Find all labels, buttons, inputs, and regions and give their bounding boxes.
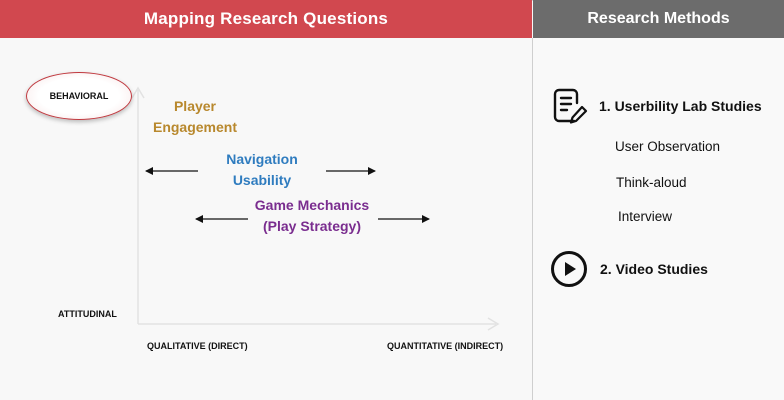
concept-game-mechanics: Game Mechanics (Play Strategy) — [247, 195, 377, 237]
method-subitem-observation: User Observation — [615, 139, 721, 154]
concept-line: Navigation — [226, 151, 298, 167]
x-axis-arrowhead — [487, 317, 500, 331]
y-axis-bottom-label: ATTITUDINAL — [58, 309, 117, 319]
panel-divider — [532, 38, 533, 400]
concept-line: Engagement — [152, 119, 237, 135]
concept-line: Usability — [232, 172, 292, 188]
play-icon — [551, 251, 587, 287]
methods-panel — [533, 38, 784, 400]
methods-header-title: Research Methods — [587, 10, 730, 27]
concept-line: Game Mechanics — [254, 197, 370, 213]
method-title-lab-studies: 1. Userbility Lab Studies — [599, 98, 762, 114]
behavioral-highlight-oval: BEHAVIORAL — [26, 72, 132, 120]
method-subitem-think-aloud: Think-aloud — [616, 175, 687, 190]
concept-line: (Play Strategy) — [262, 218, 362, 234]
methods-header: Research Methods — [533, 0, 784, 38]
concept-navigation-usability: Navigation Usability — [207, 149, 317, 191]
document-edit-icon — [553, 88, 588, 124]
mapping-header-title: Mapping Research Questions — [143, 9, 389, 28]
x-axis-left-label: QUALITATIVE (DIRECT) — [147, 341, 248, 351]
method-subitem-interview: Interview — [618, 209, 673, 224]
method-title-video-studies: 2. Video Studies — [600, 261, 708, 277]
y-axis-arrowhead — [131, 86, 145, 99]
mapping-header: Mapping Research Questions — [0, 0, 532, 38]
y-axis-top-label: BEHAVIORAL — [49, 91, 109, 101]
x-axis-right-label: QUANTITATIVE (INDIRECT) — [387, 341, 504, 351]
concept-player-engagement: Player Engagement — [140, 96, 250, 138]
concept-line: Player — [173, 98, 217, 114]
